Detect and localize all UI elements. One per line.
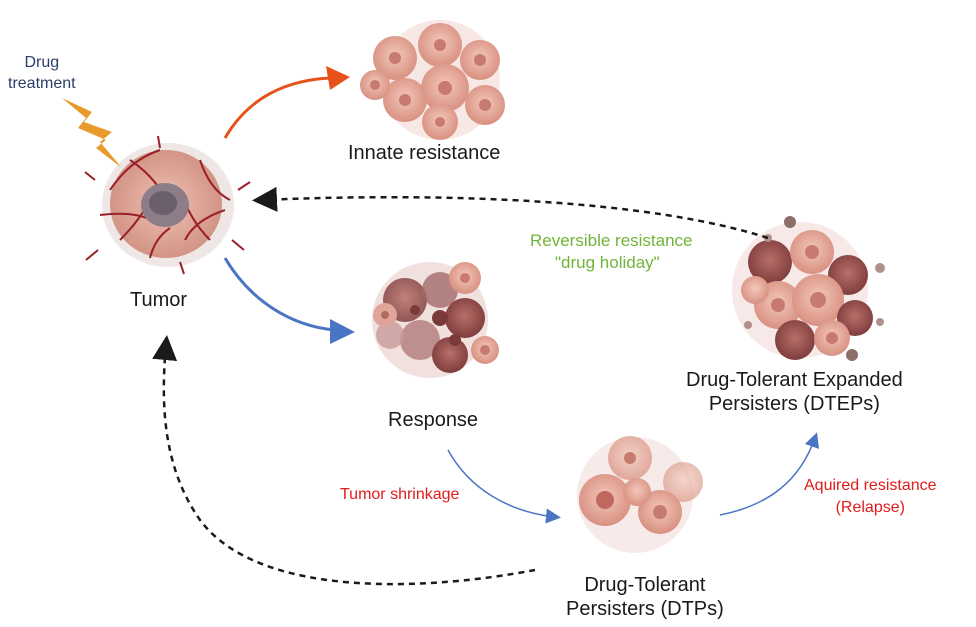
cell-cluster-icon — [360, 20, 505, 140]
blue-arrow-shrinkage — [447, 449, 561, 524]
blue-arrow-relapse — [719, 432, 820, 516]
dtp-label: Drug-Tolerant Persisters (DTPs) — [566, 574, 724, 620]
dotted-arrow-dtp-tumor — [152, 335, 536, 586]
dtep-label: Drug-Tolerant Expanded Persisters (DTEPs… — [686, 369, 903, 415]
drug-treatment-label: Drug treatment — [8, 54, 76, 92]
reversible-resistance-label: Reversible resistance — [530, 231, 693, 250]
expanded-cell-cluster-icon — [732, 216, 885, 361]
drug-holiday-label: "drug holiday" — [555, 253, 660, 272]
tumor-cell-icon — [84, 135, 251, 275]
small-cell-cluster-icon — [577, 436, 703, 553]
dotted-arrow-reversible — [252, 186, 769, 240]
lightning-bolt-icon — [62, 98, 122, 168]
acquired-resistance-label: Aquired resistance (Relapse) — [804, 477, 937, 516]
tumor-label: Tumor — [130, 289, 188, 311]
dying-cells-icon — [372, 262, 499, 378]
blue-arrow-response — [223, 257, 336, 332]
orange-arrow — [223, 76, 331, 139]
innate-resistance-label: Innate resistance — [348, 142, 501, 164]
tumor-shrinkage-label: Tumor shrinkage — [340, 486, 460, 503]
response-label: Response — [388, 409, 479, 431]
